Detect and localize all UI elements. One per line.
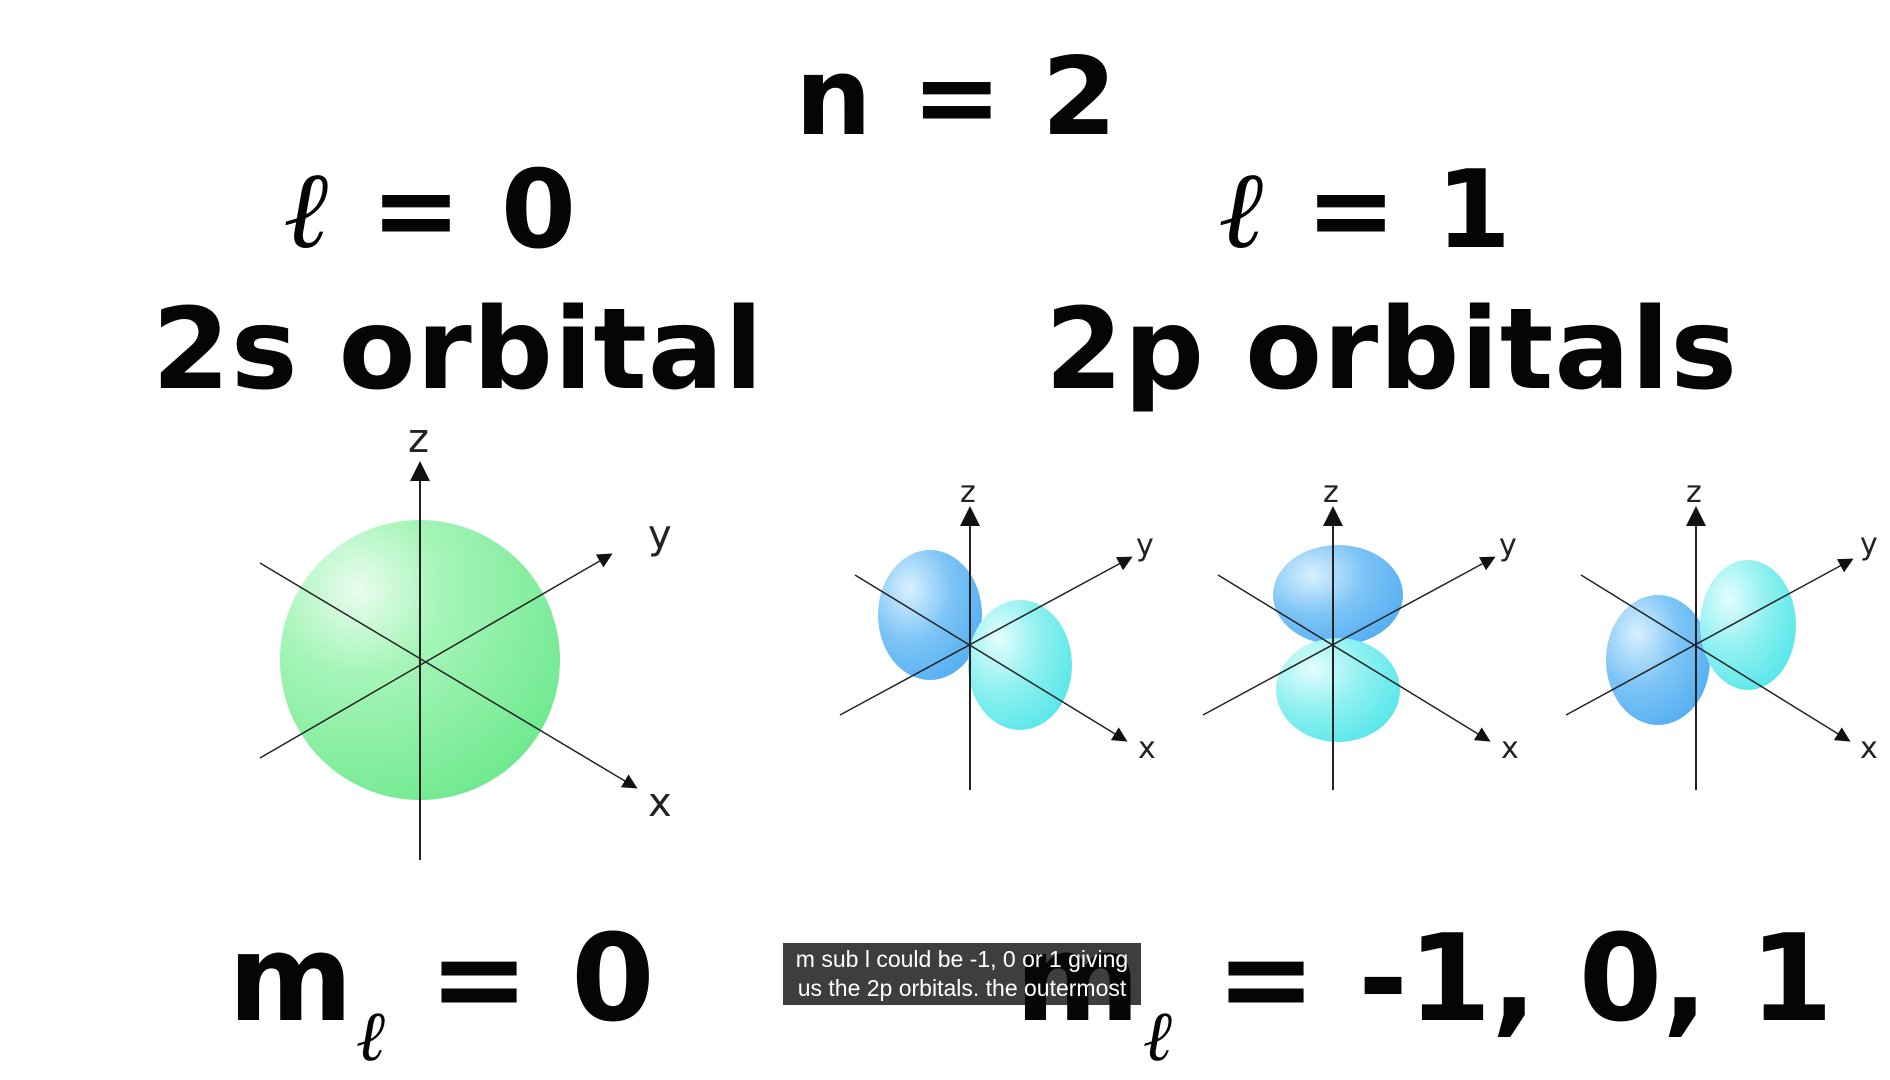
- py-orbital-diagram: z y x: [1565, 475, 1878, 790]
- y-axis: [839, 556, 1133, 716]
- l-value: = 1: [1267, 148, 1512, 273]
- y-axis-label: y: [648, 512, 672, 558]
- ml-subscript: ℓ: [1144, 994, 1174, 1077]
- y-axis-label: y: [1499, 528, 1517, 563]
- x-axis-label: x: [1501, 731, 1519, 766]
- angular-quantum-number-left: ℓ = 0: [285, 150, 577, 271]
- x-axis-label: x: [648, 780, 672, 826]
- x-axis-label: x: [1860, 731, 1878, 766]
- caption-line-1: m sub l could be -1, 0 or 1 giving: [795, 946, 1129, 972]
- ml-subscript: ℓ: [357, 994, 387, 1077]
- ml-value: = -1, 0, 1: [1173, 910, 1834, 1049]
- z-axis-label: z: [408, 416, 429, 462]
- p-orbitals-title: 2p orbitals: [1045, 285, 1739, 415]
- l-value: = 0: [332, 148, 577, 273]
- principal-quantum-number: n = 2: [795, 35, 1118, 160]
- orbital-lobe-negative: [1273, 545, 1403, 645]
- s-orbital-diagram: z y x: [259, 416, 672, 860]
- x-axis-label: x: [1138, 731, 1156, 766]
- caption-line-2: us the 2p orbitals. the outermost: [797, 975, 1127, 1001]
- y-axis-label: y: [1136, 528, 1154, 563]
- px-orbital-diagram: z y x: [839, 475, 1156, 790]
- orbital-lobe-positive: [1276, 638, 1400, 742]
- video-caption: m sub l could be -1, 0 or 1 giving us th…: [783, 943, 1141, 1005]
- x-axis: [1580, 574, 1851, 742]
- y-axis: [259, 553, 613, 759]
- magnetic-quantum-number-left: mℓ = 0: [228, 915, 655, 1078]
- orbital-lobe-negative: [1606, 595, 1710, 725]
- z-axis-label: z: [1686, 475, 1702, 510]
- pz-orbital-diagram: z y x: [1202, 475, 1519, 790]
- ell-symbol: ℓ: [285, 147, 333, 273]
- angular-quantum-number-right: ℓ = 1: [1220, 150, 1512, 271]
- ml-value: = 0: [386, 910, 655, 1049]
- y-axis: [1565, 558, 1854, 716]
- x-axis: [1217, 574, 1491, 742]
- z-axis-label: z: [960, 475, 976, 510]
- y-axis-label: y: [1860, 527, 1878, 562]
- x-axis: [854, 574, 1128, 742]
- orbital-lobe-positive: [968, 600, 1072, 730]
- s-orbital-title: 2s orbital: [152, 285, 764, 415]
- z-axis-label: z: [1323, 475, 1339, 510]
- orbital-lobe-negative: [878, 550, 982, 680]
- y-axis: [1202, 556, 1496, 716]
- orbital-lobe-positive: [1700, 560, 1796, 690]
- ell-symbol: ℓ: [1220, 147, 1268, 273]
- x-axis: [259, 562, 638, 789]
- ml-symbol: m: [228, 910, 354, 1049]
- magnetic-quantum-number-right: mℓ = -1, 0, 1: [1015, 915, 1833, 1078]
